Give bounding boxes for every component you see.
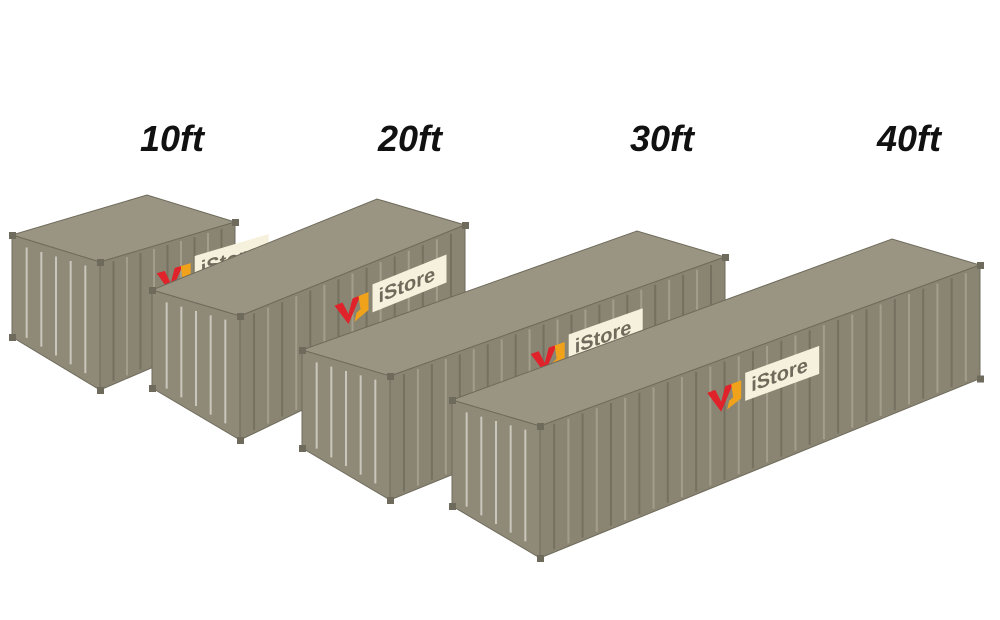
logo-banner xyxy=(372,254,447,313)
corner-casting xyxy=(97,259,104,266)
size-label-30ft: 30ft xyxy=(630,118,695,159)
logo-banner xyxy=(745,345,820,401)
corner-casting xyxy=(149,385,156,392)
corner-casting xyxy=(232,219,239,226)
corner-casting xyxy=(977,262,984,269)
logo-banner xyxy=(568,308,643,363)
logo-mark-v xyxy=(156,265,183,294)
corner-casting xyxy=(537,555,544,562)
corner-casting xyxy=(299,347,306,354)
corner-casting xyxy=(537,423,544,430)
corner-casting xyxy=(462,222,469,229)
container-20ft: iStore xyxy=(149,198,469,444)
logo-mark-j xyxy=(354,292,369,322)
corner-casting xyxy=(237,437,244,444)
corner-casting xyxy=(722,254,729,261)
logo-mark-v xyxy=(707,383,734,412)
corner-casting xyxy=(387,497,394,504)
corner-casting xyxy=(299,445,306,452)
logo-mark-j xyxy=(727,380,742,410)
container-40ft: iStore xyxy=(449,238,984,562)
corner-casting xyxy=(387,373,394,380)
logo-mark-v xyxy=(334,295,361,325)
size-label-10ft: 10ft xyxy=(140,118,205,159)
corner-casting xyxy=(449,397,456,404)
size-label-40ft: 40ft xyxy=(877,118,942,159)
corner-casting xyxy=(9,334,16,341)
corner-casting xyxy=(149,287,156,294)
corner-casting xyxy=(237,313,244,320)
size-label-20ft: 20ft xyxy=(378,118,443,159)
corner-casting xyxy=(449,503,456,510)
logo-mark-v xyxy=(530,344,557,374)
corner-casting xyxy=(977,375,984,383)
corner-casting xyxy=(97,387,104,394)
corner-casting xyxy=(9,232,16,239)
